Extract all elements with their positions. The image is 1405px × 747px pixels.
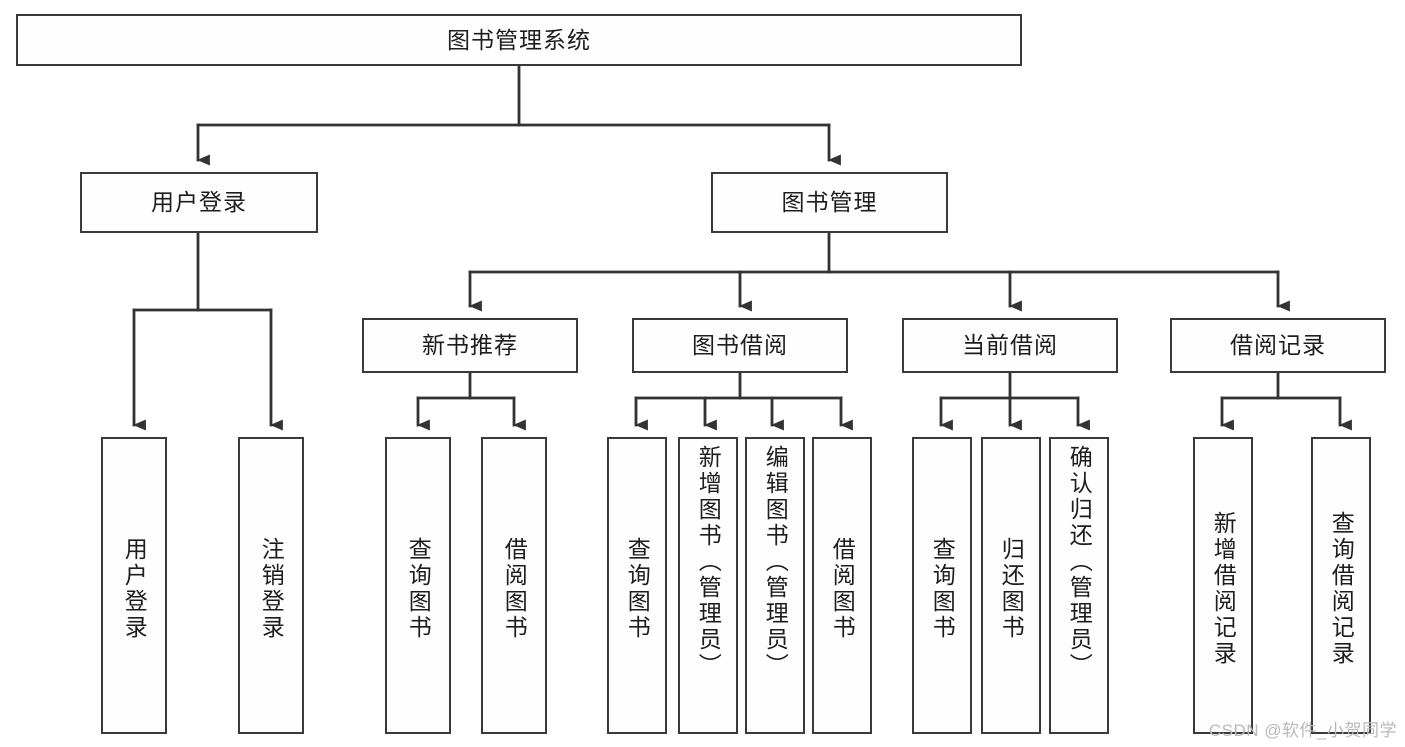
node-current-borrowing[interactable]: 当前借阅 (902, 318, 1118, 373)
node-label: 注销登录 (258, 536, 285, 641)
node-label: 当前借阅 (962, 332, 1058, 359)
leaf-borrow-books[interactable]: 借阅图书 (812, 437, 872, 734)
leaf-query-books-current[interactable]: 查询图书 (912, 437, 972, 734)
leaf-confirm-return-admin[interactable]: 确认归还（管理员） (1049, 437, 1109, 734)
node-label: 借阅图书 (829, 536, 856, 641)
leaf-user-login[interactable]: 用户登录 (101, 437, 167, 734)
node-label: 查询图书 (929, 536, 956, 641)
node-label: 确认归还（管理员） (1066, 445, 1093, 679)
node-label: 用户登录 (151, 189, 247, 216)
leaf-edit-book-admin[interactable]: 编辑图书（管理员） (745, 437, 805, 734)
node-label: 新增借阅记录 (1210, 510, 1237, 667)
node-label: 图书借阅 (692, 332, 788, 359)
leaf-return-books[interactable]: 归还图书 (981, 437, 1041, 734)
leaf-query-books-recommendation[interactable]: 查询图书 (385, 437, 451, 734)
node-label: 归还图书 (998, 536, 1025, 641)
leaf-query-borrow-record[interactable]: 查询借阅记录 (1311, 437, 1371, 734)
node-label: 编辑图书（管理员） (762, 445, 789, 679)
node-label: 借阅图书 (501, 536, 528, 641)
node-label: 借阅记录 (1230, 332, 1326, 359)
node-new-book-recommendation[interactable]: 新书推荐 (362, 318, 578, 373)
node-label: 查询借阅记录 (1328, 510, 1355, 667)
leaf-query-books-borrowing[interactable]: 查询图书 (607, 437, 667, 734)
leaf-add-borrow-record[interactable]: 新增借阅记录 (1193, 437, 1253, 734)
node-label: 查询图书 (624, 536, 651, 641)
node-root-system[interactable]: 图书管理系统 (16, 14, 1022, 66)
node-label: 图书管理 (781, 189, 878, 216)
node-label: 新书推荐 (422, 332, 518, 359)
leaf-logout[interactable]: 注销登录 (238, 437, 304, 734)
node-book-borrowing[interactable]: 图书借阅 (632, 318, 848, 373)
node-user-login[interactable]: 用户登录 (80, 172, 318, 233)
node-label: 查询图书 (405, 536, 432, 641)
node-book-management[interactable]: 图书管理 (711, 172, 948, 233)
leaf-add-book-admin[interactable]: 新增图书（管理员） (678, 437, 738, 734)
node-label: 图书管理系统 (447, 26, 591, 53)
node-label: 用户登录 (121, 536, 148, 641)
node-label: 新增图书（管理员） (695, 445, 722, 679)
leaf-borrow-books-recommendation[interactable]: 借阅图书 (481, 437, 547, 734)
csdn-watermark: CSDN @软件_小贺同学 (1208, 721, 1397, 740)
node-borrowing-records[interactable]: 借阅记录 (1170, 318, 1386, 373)
